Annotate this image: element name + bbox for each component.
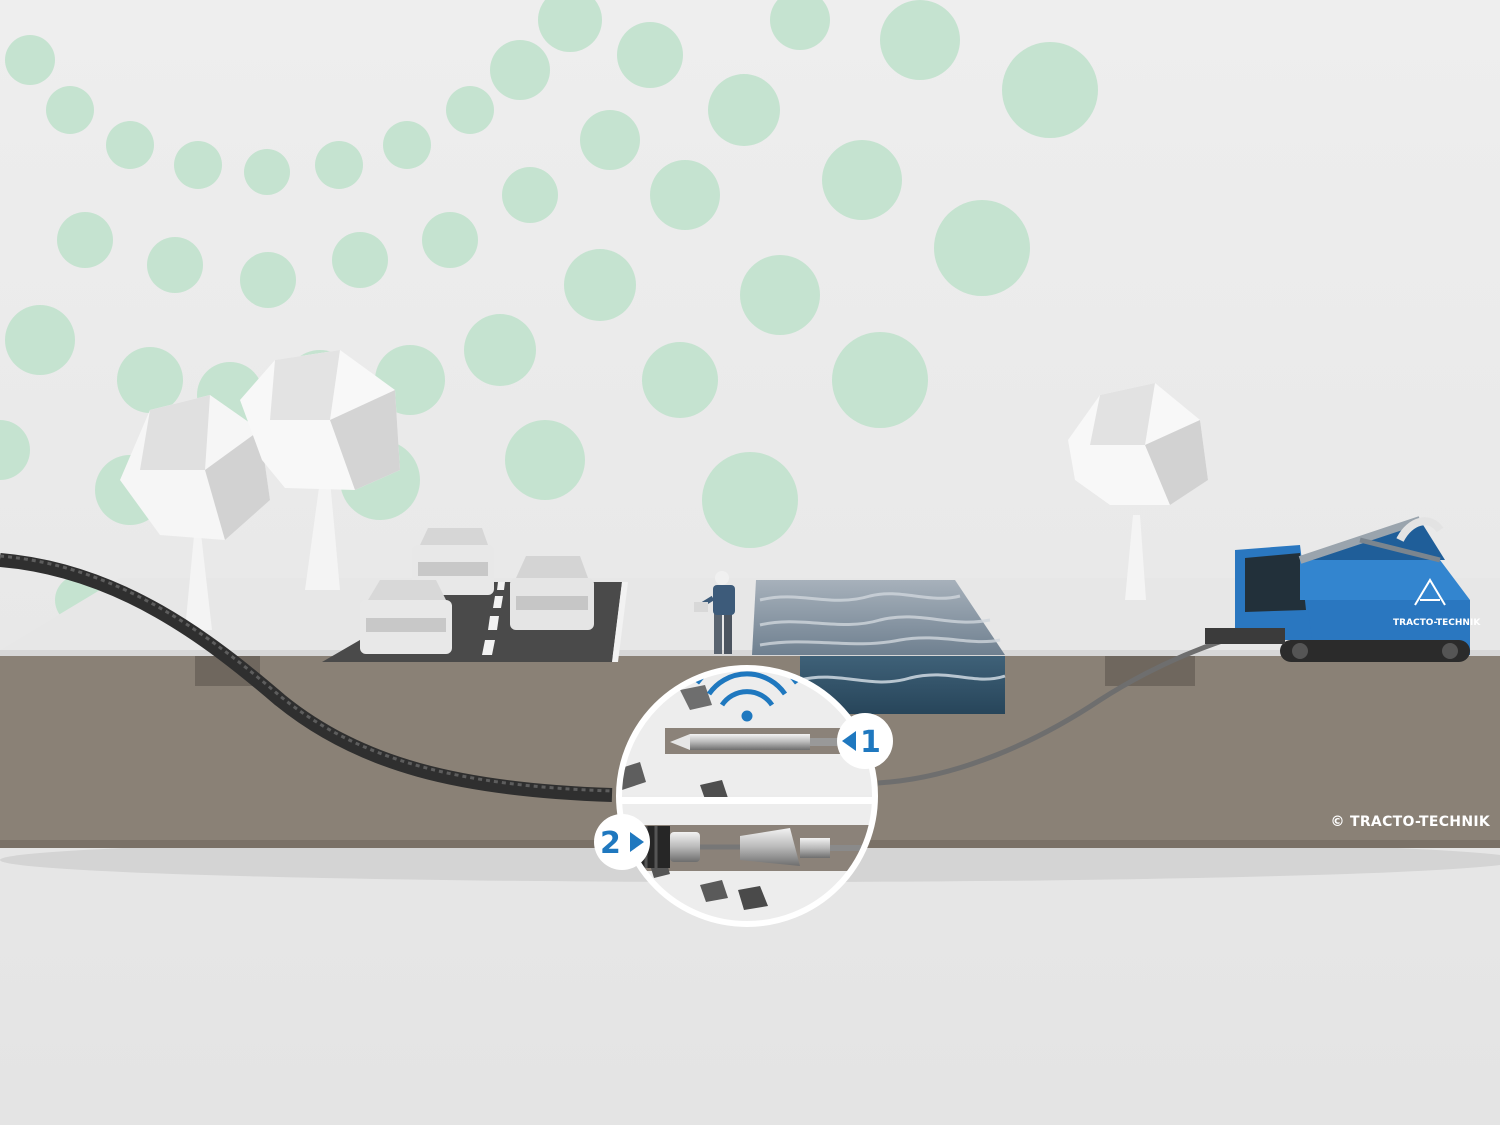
decorative-dot [46, 86, 94, 134]
left-arrow-icon [842, 731, 856, 751]
operator-person [694, 571, 735, 654]
decorative-dot [147, 237, 203, 293]
decorative-dot [383, 121, 431, 169]
decorative-dot [934, 200, 1030, 296]
decorative-dot [490, 40, 550, 100]
decorative-dot [117, 347, 183, 413]
decorative-dot [564, 249, 636, 321]
decorative-dot [538, 0, 602, 52]
decorative-dot [315, 141, 363, 189]
decorative-dot [5, 35, 55, 85]
decorative-dot [580, 110, 640, 170]
decorative-dot [642, 342, 718, 418]
tt-logo-icon [1414, 578, 1446, 606]
decorative-dot [57, 212, 113, 268]
decorative-dot [106, 121, 154, 169]
step-badge-1: 1 [837, 713, 893, 769]
decorative-dot [708, 74, 780, 146]
decorative-dot [0, 420, 30, 480]
water-foam [799, 673, 1006, 684]
tree-left [120, 395, 270, 630]
decorative-dot [880, 0, 960, 80]
decorative-dot [617, 22, 683, 88]
decorative-dot [505, 420, 585, 500]
decorative-dot [740, 255, 820, 335]
tree-middle [240, 350, 400, 590]
decorative-dot [832, 332, 928, 428]
hdd-drilling-rig: TRACTO-TECHNIK [1205, 516, 1481, 662]
tree-right [1068, 383, 1208, 600]
step-number-2: 2 [600, 826, 621, 861]
car-right [510, 556, 594, 630]
decorative-dot [502, 167, 558, 223]
decorative-dot [770, 0, 830, 50]
decorative-dot [464, 314, 536, 386]
decorative-dot [702, 452, 798, 548]
decorative-dot [240, 252, 296, 308]
water-waves [759, 592, 1001, 647]
step-badge-2: 2 [594, 814, 650, 870]
drill-rod [877, 637, 1226, 786]
decorative-dot [1002, 42, 1098, 138]
step-number-1: 1 [860, 725, 881, 760]
decorative-dot-pattern [0, 0, 1098, 625]
right-arrow-icon [630, 832, 644, 852]
decorative-dot [244, 149, 290, 195]
car-front [360, 580, 452, 654]
pilot-drill-head [670, 734, 850, 750]
copyright-notice: © TRACTO-TECHNIK [1330, 814, 1490, 830]
decorative-dot [332, 232, 388, 288]
product-pipe [0, 553, 613, 802]
rig-brand-label: TRACTO-TECHNIK [1393, 618, 1481, 628]
decorative-dot [650, 160, 720, 230]
decorative-dot [422, 212, 478, 268]
decorative-dot [822, 140, 902, 220]
lane-markings [482, 582, 505, 655]
decorative-dot [174, 141, 222, 189]
road-edge [612, 582, 628, 662]
decorative-dot [5, 305, 75, 375]
decorative-dot [446, 86, 494, 134]
